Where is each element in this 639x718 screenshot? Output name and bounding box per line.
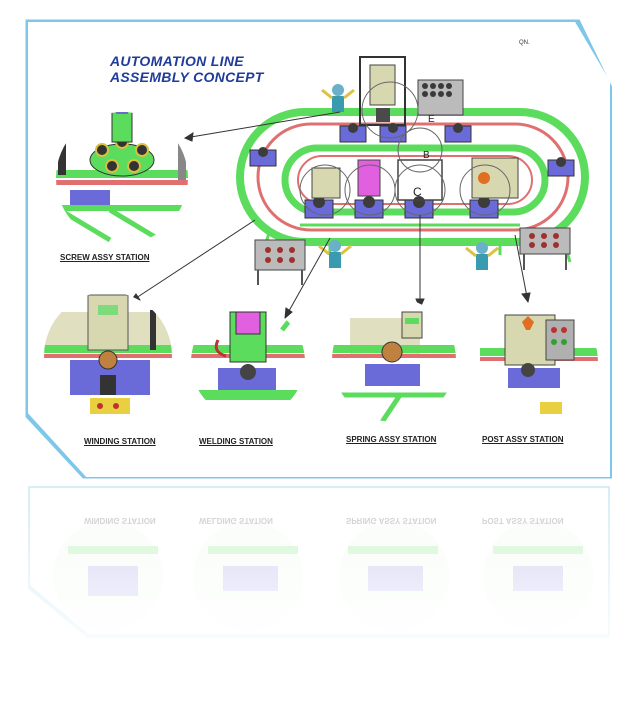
letter-c: C [413,185,422,199]
parts-tray [417,79,464,116]
welding-station-label: WELDING STATION [199,437,273,446]
page-title: AUTOMATION LINE ASSEMBLY CONCEPT [110,53,264,85]
corner-mark: QN. [519,40,530,46]
spring-station-zoom [332,298,456,422]
winding-station-label: WINDING STATION [84,437,156,446]
callout-circles [299,81,511,216]
screw-station-zoom [56,112,188,244]
welding-station-zoom [191,305,305,419]
frame-outline [25,19,612,479]
post-station-label: POST ASSY STATION [482,435,564,444]
title-line-2: ASSEMBLY CONCEPT [110,69,264,85]
reflection-fade [0,486,639,718]
screw-station-label: SCREW ASSY STATION [60,253,150,262]
spring-station-label: SPRING ASSY STATION [346,435,437,444]
winding-station-zoom [44,292,172,420]
operator-icons [318,84,499,270]
letter-e: E [428,114,435,125]
title-line-1: AUTOMATION LINE [110,53,244,69]
slide-frame [22,18,612,481]
pallet-fixtures [258,123,566,208]
post-station-zoom [478,302,598,422]
side-trays [254,227,571,285]
letter-b: B [423,150,430,161]
top-press-machine [359,56,406,126]
